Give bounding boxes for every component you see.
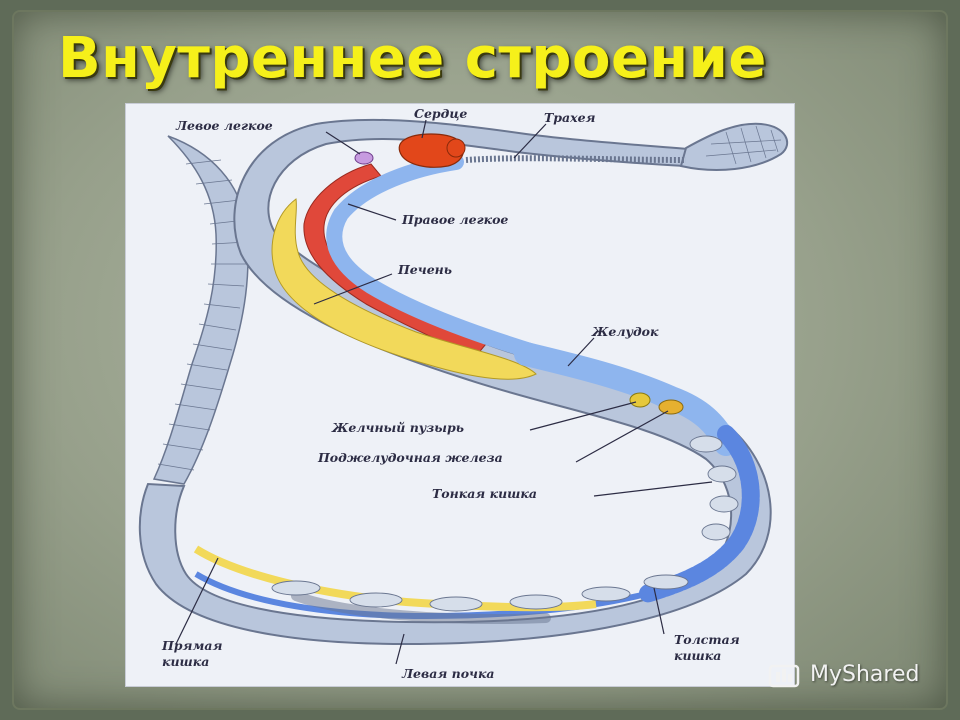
intestine-loops xyxy=(271,435,739,612)
stomach xyxy=(514,342,738,456)
label-left-lung: Левое легкое xyxy=(175,118,273,133)
label-gallbladder: Желчный пузырь xyxy=(331,420,464,435)
label-trachea: Трахея xyxy=(544,110,596,125)
slide-title: Внутреннее строение xyxy=(58,26,767,91)
tail-rings xyxy=(157,159,248,471)
left-kidney xyxy=(291,591,551,624)
tail xyxy=(152,135,249,485)
heart xyxy=(398,133,465,168)
head-scales xyxy=(705,125,782,165)
watermark-text: MyShared xyxy=(810,662,920,687)
label-small-intestine: Тонкая кишка xyxy=(432,486,537,501)
label-rectum-line2: кишка xyxy=(162,654,209,669)
snake-anatomy-diagram: Левое легкое Сердце Трахея Правое легкое… xyxy=(126,104,794,686)
leader-lines xyxy=(175,119,713,665)
snake-head xyxy=(679,122,788,171)
left-lung xyxy=(354,151,374,165)
liver xyxy=(271,198,537,380)
pancreas xyxy=(658,399,684,415)
label-large-intestine-line2: кишка xyxy=(674,648,721,663)
mysharedbrand-watermark: MyShared xyxy=(768,656,958,696)
label-right-lung: Правое легкое xyxy=(401,212,508,227)
gallbladder xyxy=(629,392,651,408)
label-stomach: Желудок xyxy=(591,324,659,339)
label-rectum-line1: Прямая xyxy=(161,638,222,653)
anatomy-svg: Левое легкое Сердце Трахея Правое легкое… xyxy=(138,106,788,681)
myshared-logo-icon xyxy=(768,660,804,696)
label-left-kidney: Левая почка xyxy=(401,666,495,681)
label-heart: Сердце xyxy=(414,106,467,121)
heart-atrium xyxy=(446,138,466,158)
label-liver: Печень xyxy=(397,262,452,277)
label-large-intestine-line1: Толстая xyxy=(674,632,740,647)
label-pancreas: Поджелудочная железа xyxy=(317,450,503,465)
